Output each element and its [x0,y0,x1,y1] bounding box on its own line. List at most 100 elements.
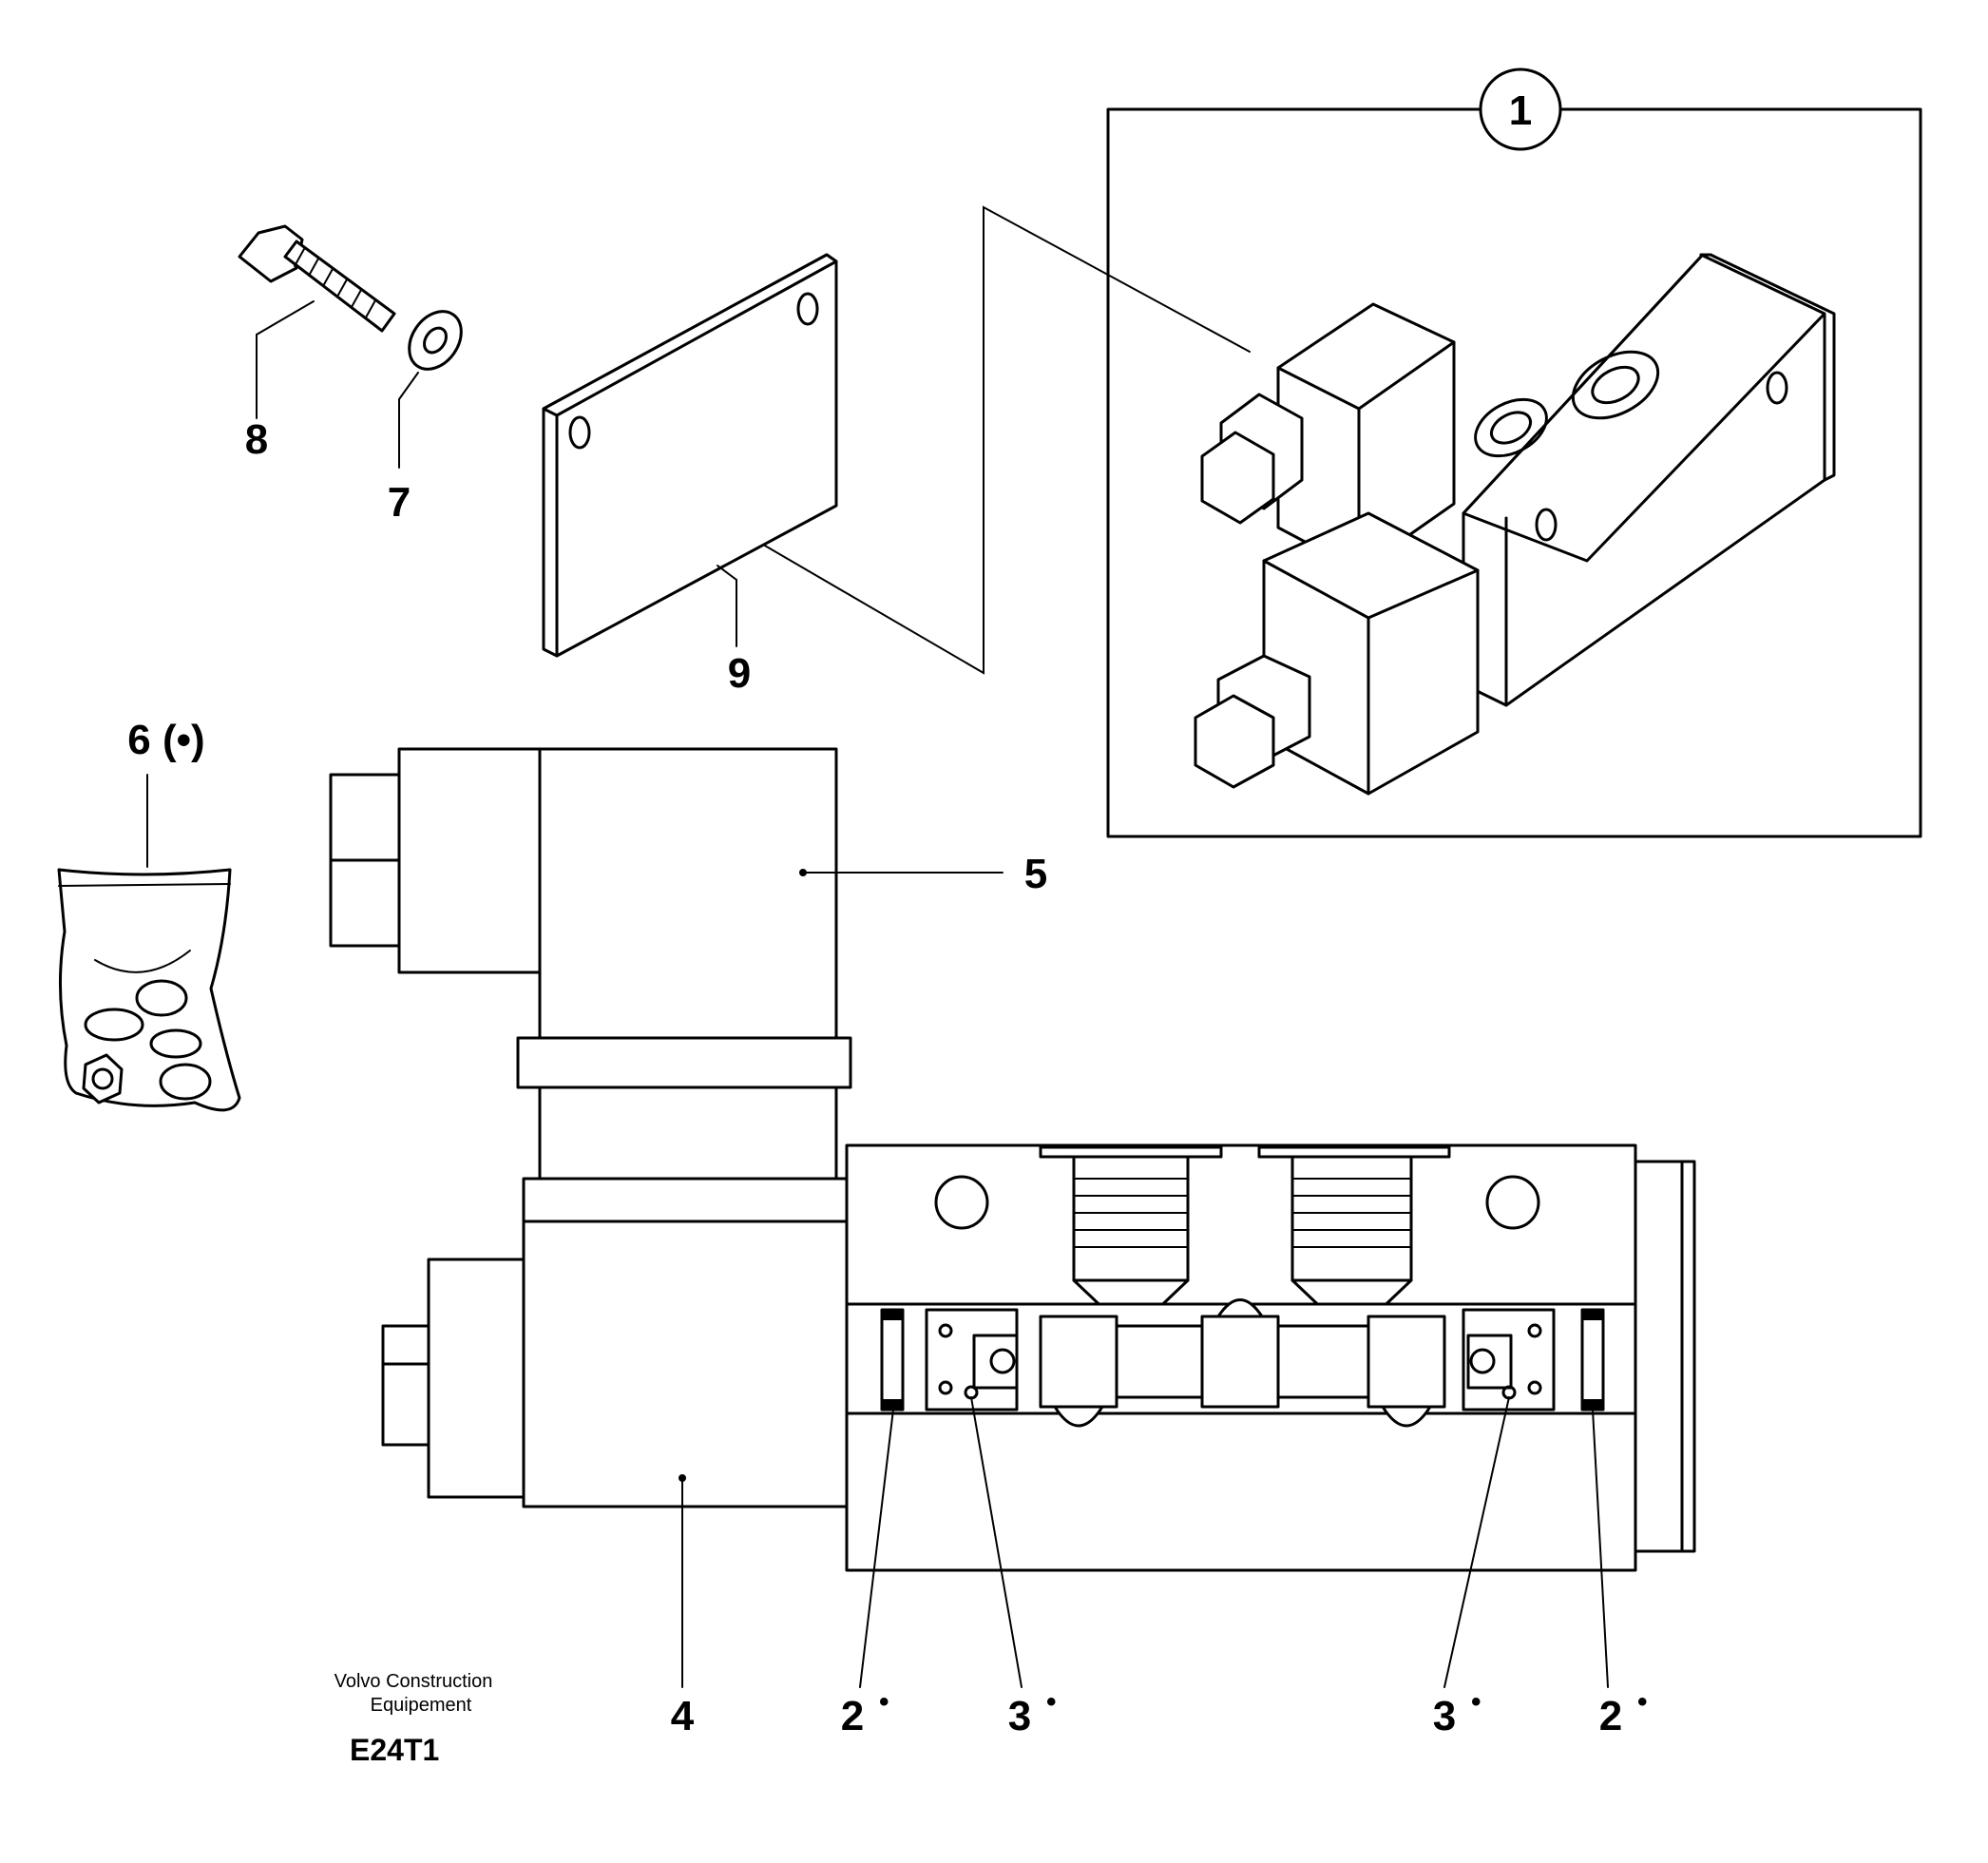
kit-mark-2-right: • [1637,1686,1648,1718]
port-fitting-left [1072,1155,1190,1282]
coil-lower-nut [381,1324,430,1447]
bolt-thread [308,258,319,277]
leader-7 [398,372,419,469]
kit-mark-3-right: • [1471,1686,1481,1718]
seal-ring-right [1580,1308,1605,1412]
coil-upper-body [538,747,838,1091]
spring-retainer-left [972,1334,1019,1390]
figure-code: E24T1 [350,1733,439,1767]
spring-pack-left [925,1308,1019,1412]
valve-body-iso [1462,253,1836,707]
solenoid-lower-iso [1194,511,1480,796]
seal-ring-left [880,1308,905,1412]
nut-lower-hex [1194,694,1275,789]
plate-top-edge [542,253,838,417]
credit-line-2: Equipement [371,1695,472,1716]
leader-3-right [1443,1396,1510,1688]
spring-pack-right [1462,1308,1556,1412]
seal-ring-right-bottom [1581,1399,1604,1411]
mount-hole-right [1766,371,1788,405]
bolt-head [238,224,304,283]
credit-line-1: Volvo Construction [335,1671,493,1692]
bolt-thread [294,248,305,267]
bolt-shank [283,240,396,333]
spool-land-center [1200,1315,1280,1409]
callout-2-right: 2 [1599,1693,1622,1739]
o-ring [84,1008,144,1042]
bolt-assembly: 8 7 [238,224,463,526]
kit-bag-seam [58,883,231,887]
leader-5-dot [799,869,807,876]
seal-ring-left-top [881,1309,904,1320]
kit-mark-3-left: • [1046,1686,1057,1718]
port-fitting-right [1290,1155,1413,1282]
kit-mark-2-left: • [879,1686,889,1718]
coil-lower-body [522,1177,849,1508]
spring-coil [1527,1380,1542,1395]
valve-assembly-inset: 1 [1106,67,1922,838]
callout-3-left: 3 [1008,1693,1031,1739]
callout-1-circle [1479,67,1562,151]
mounting-plate: 9 [542,253,838,697]
callout-8: 8 [245,416,268,463]
bolt-thread [351,289,362,308]
spring-coil [938,1380,953,1395]
spring-coil [938,1323,953,1338]
valve-end-plate [1699,253,1836,482]
housing-bolt-hole-left [934,1175,989,1230]
callout-5: 5 [1024,851,1047,897]
bolt-thread [365,299,376,318]
kit-bag-outline [57,868,241,1112]
coil-lower-cap [427,1258,526,1499]
seal-kit-bag: 6 (•) [57,717,241,1112]
kit-nut [82,1053,124,1104]
callout-1: 1 [1509,87,1532,134]
coil-upper-collar [516,1036,852,1089]
callout-9: 9 [728,650,751,697]
leader-9 [717,565,737,647]
spring-pin-left [989,1348,1016,1374]
washer [408,310,463,371]
check-ball-top [1216,1298,1264,1318]
leader-8 [256,300,315,419]
solenoid-upper-box [1276,302,1456,572]
plate-face [542,253,838,658]
plate-hole-left [568,415,591,450]
seal-ring-left-bottom [881,1399,904,1411]
o-ring [159,1063,212,1101]
check-ball-right [1381,1405,1432,1428]
housing-bolt-hole-right [1485,1175,1540,1230]
plate-to-valve-leader [602,205,1251,675]
leader-4-dot [679,1474,686,1482]
spool-land-left [1039,1315,1118,1409]
check-ball-left [1053,1405,1104,1428]
mount-hole-left [1535,508,1558,542]
o-ring [149,1028,202,1059]
kit-nut-hole [91,1067,114,1090]
seal-ring-right-top [1581,1309,1604,1320]
valve-section-view: 5 4 [329,747,1696,1739]
spring-coil [1527,1323,1542,1338]
washer-hole [423,326,448,355]
leader-2-right [1592,1409,1609,1688]
port-b-inner [1591,365,1640,405]
leader-2-left [859,1409,894,1688]
callout-6: 6 (•) [127,717,204,763]
bolt-thread [322,268,334,287]
callout-2-left: 2 [841,1693,864,1739]
port-a-inner [1489,411,1533,445]
nut-upper-hex [1200,431,1275,525]
leader-3-left [970,1396,1023,1688]
port-b [1571,350,1660,420]
port-a [1474,397,1548,458]
callout-3-right: 3 [1433,1693,1456,1739]
callout-7: 7 [388,479,411,526]
plate-hole-right [796,292,819,326]
bolt-thread [336,278,348,298]
coil-upper-cap [397,747,542,974]
spool-land-right [1367,1315,1446,1409]
spring-retainer-right [1466,1334,1513,1390]
spring-pin-right [1469,1348,1496,1374]
callout-4: 4 [671,1693,695,1739]
